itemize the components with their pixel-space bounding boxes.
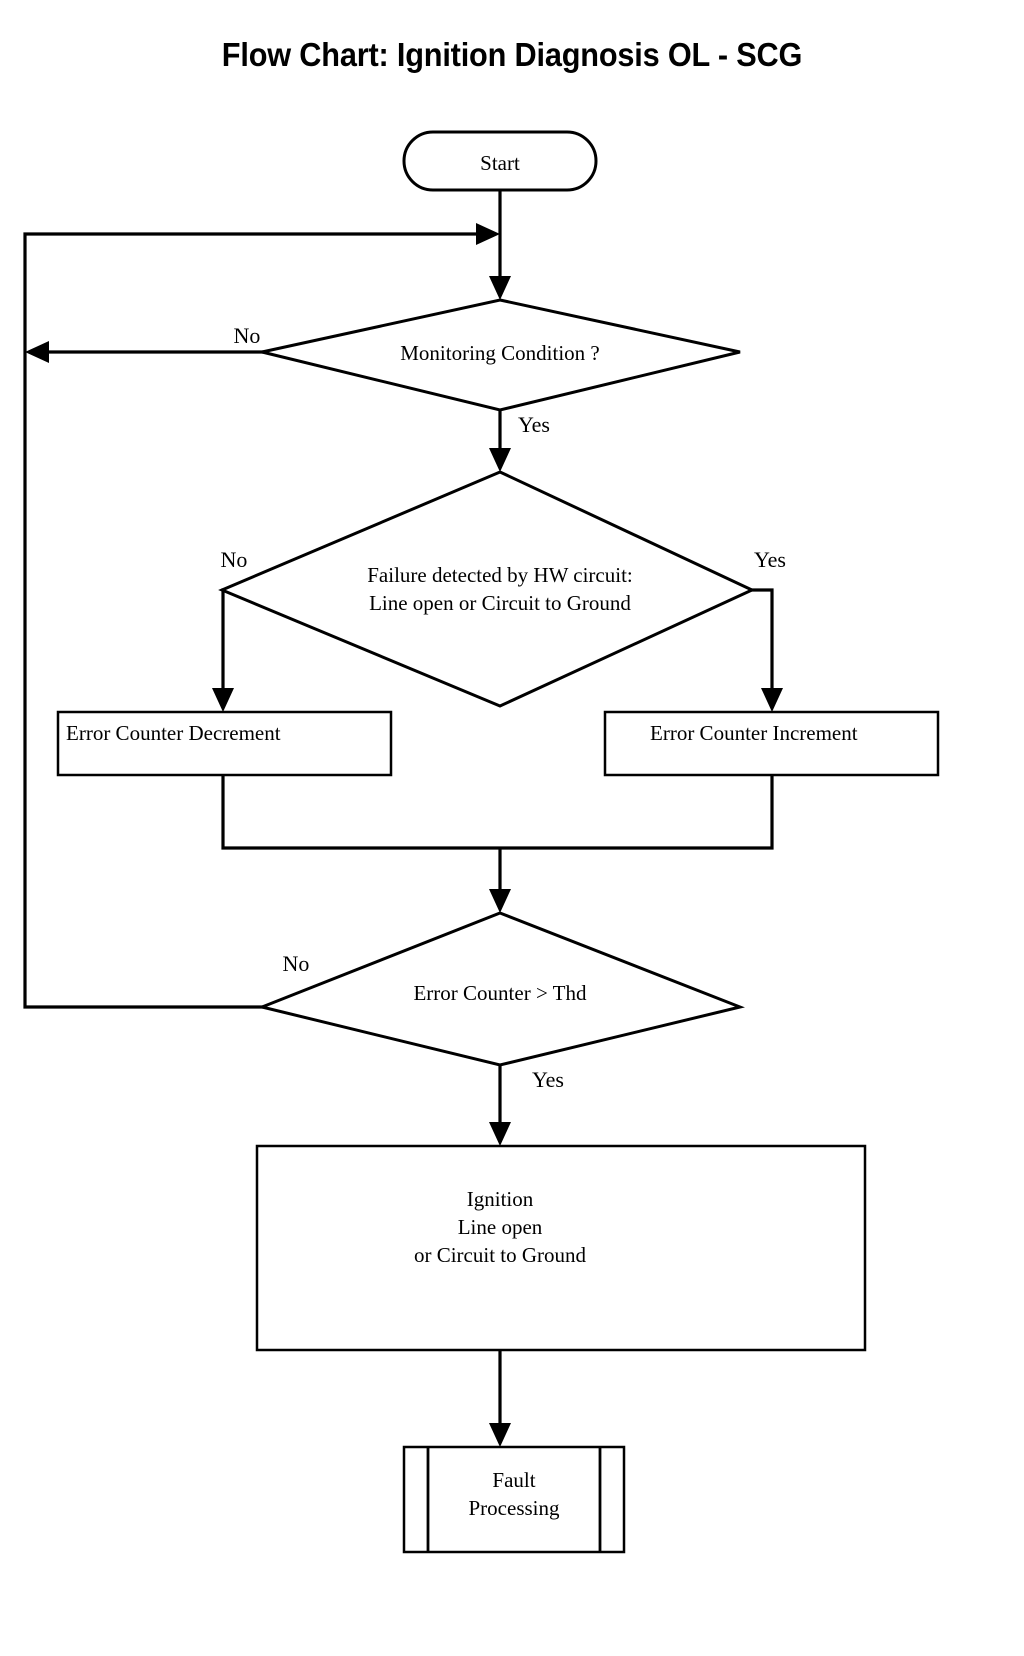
node-hw-failure-detection[interactable]: Failure detected by HW circuit: Line ope… — [218, 470, 756, 708]
arrowhead-monitoring-no — [25, 341, 49, 363]
page-title: Flow Chart: Ignition Diagnosis OL - SCG — [221, 36, 803, 73]
ignition-fault-label-line3: or Circuit to Ground — [414, 1243, 587, 1267]
error-counter-threshold-shape — [257, 911, 745, 1067]
arrowhead-hwfail-no — [212, 688, 234, 712]
hw-failure-label-line2: Line open or Circuit to Ground — [369, 591, 631, 615]
hw-failure-shape — [218, 470, 756, 708]
arrowhead-merge-to-threshold — [489, 889, 511, 913]
fault-processing-shape — [402, 1445, 626, 1554]
monitoring-condition-label: Monitoring Condition ? — [400, 341, 600, 365]
node-monitoring-condition[interactable]: Monitoring Condition ? — [261, 298, 741, 412]
edge-threshold-no — [23, 352, 265, 1009]
node-error-counter-threshold[interactable]: Error Counter > Thd — [257, 911, 745, 1067]
arrowhead-monitoring-yes — [489, 448, 511, 472]
node-fault-processing[interactable]: Fault Processing — [402, 1445, 626, 1554]
arrowhead-hwfail-yes — [761, 688, 783, 712]
start-label: Start — [480, 151, 520, 175]
label-hwfail-yes: Yes — [754, 547, 786, 572]
error-counter-increment-label: Error Counter Increment — [650, 721, 858, 745]
ignition-fault-shape — [255, 1144, 867, 1352]
node-ignition-fault[interactable]: Ignition Line open or Circuit to Ground — [255, 1144, 867, 1352]
start-shape — [402, 130, 598, 192]
edge-feedback-loop-top — [23, 232, 488, 352]
label-threshold-no: No — [283, 951, 310, 976]
label-monitoring-no: No — [234, 323, 261, 348]
edge-counter-merge-bar — [221, 775, 774, 850]
arrowhead-threshold-yes — [489, 1122, 511, 1146]
node-start[interactable]: Start — [402, 130, 598, 192]
error-counter-decrement-label: Error Counter Decrement — [66, 721, 281, 745]
label-monitoring-yes: Yes — [518, 412, 550, 437]
fault-processing-label-line1: Fault — [492, 1468, 535, 1492]
node-error-counter-decrement[interactable]: Error Counter Decrement — [56, 710, 393, 777]
label-hwfail-no: No — [221, 547, 248, 572]
node-error-counter-increment[interactable]: Error Counter Increment — [603, 710, 940, 777]
fault-processing-label-line2: Processing — [469, 1496, 560, 1520]
monitoring-condition-shape — [261, 298, 741, 412]
error-counter-increment-shape — [603, 710, 940, 777]
arrowhead-ignition-to-fault — [489, 1423, 511, 1447]
ignition-fault-label-line2: Line open — [458, 1215, 543, 1239]
error-counter-decrement-shape — [56, 710, 393, 777]
label-threshold-yes: Yes — [532, 1067, 564, 1092]
hw-failure-label-line1: Failure detected by HW circuit: — [367, 563, 633, 587]
arrowhead-start-to-monitoring — [489, 276, 511, 300]
error-counter-threshold-label: Error Counter > Thd — [413, 981, 587, 1005]
arrowhead-feedback-into-main — [476, 223, 500, 245]
ignition-fault-label-line1: Ignition — [467, 1187, 534, 1211]
